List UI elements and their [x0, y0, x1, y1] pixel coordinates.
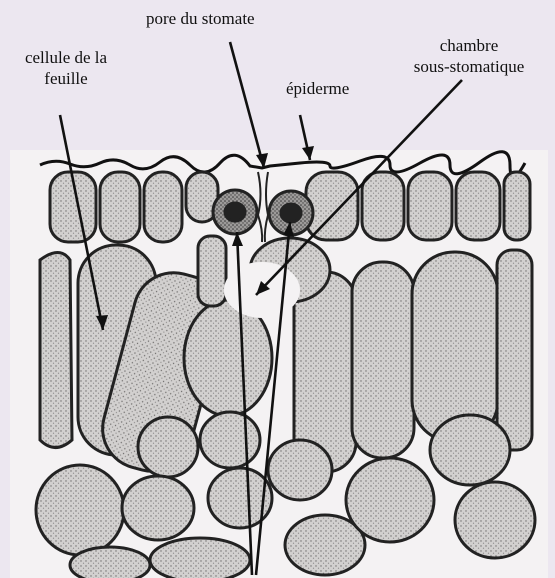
label-line: feuille [4, 68, 128, 89]
label-pore-du-stomate: pore du stomate [146, 8, 255, 29]
arrow-pore [230, 42, 264, 168]
label-epiderme: épiderme [286, 78, 349, 99]
label-line: chambre [389, 35, 549, 56]
label-chambre-sous-stomatique: chambre sous-stomatique [389, 35, 549, 77]
label-cellule-de-la-feuille: cellule de la feuille [4, 47, 128, 89]
label-line: cellule de la [4, 47, 128, 68]
label-line: pore du stomate [146, 8, 255, 29]
label-line: sous-stomatique [389, 56, 549, 77]
label-line: épiderme [286, 78, 349, 99]
